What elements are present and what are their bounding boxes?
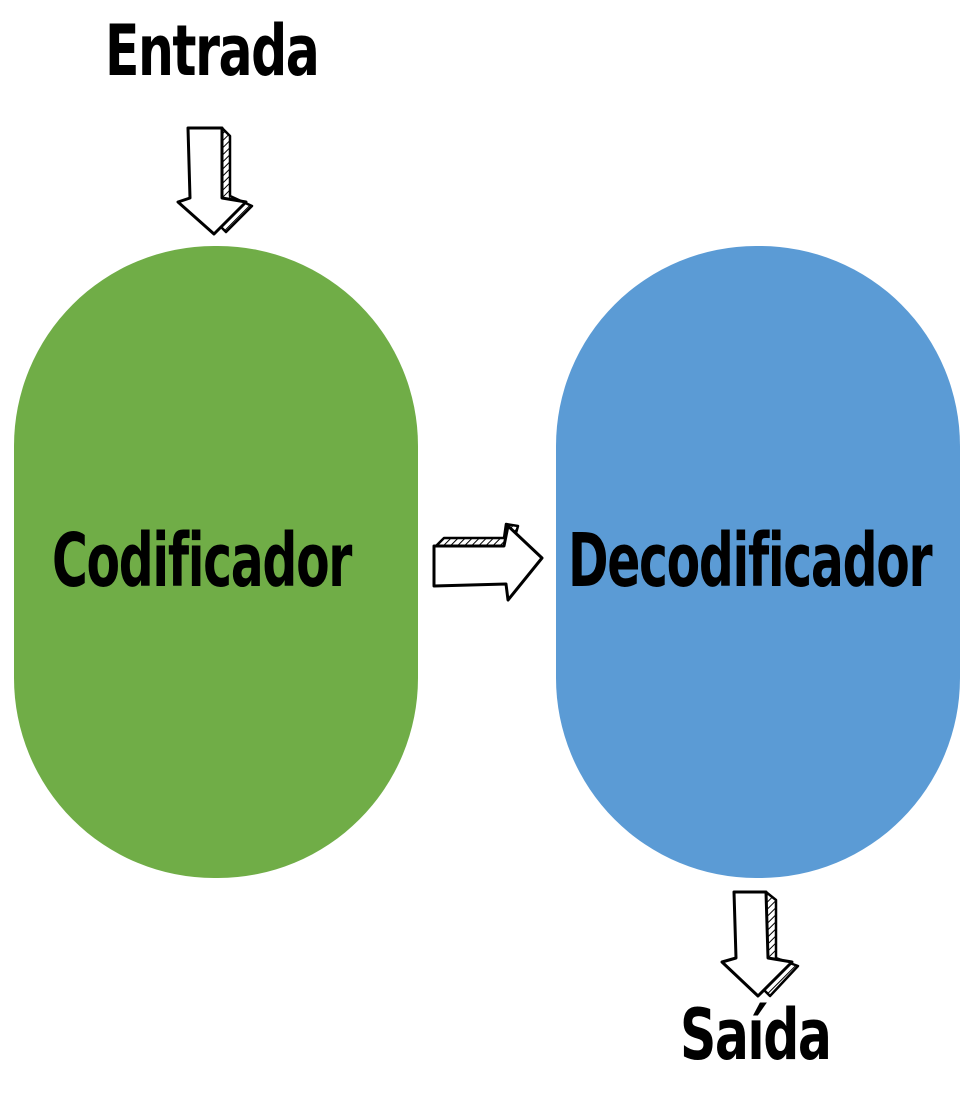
output-arrow-down-icon	[720, 890, 800, 998]
encoder-label: Codificador	[52, 518, 352, 604]
input-arrow-down-icon	[176, 126, 254, 236]
decoder-label: Decodificador	[568, 518, 933, 604]
output-label: Saída	[680, 994, 832, 1076]
decoder-block	[556, 246, 960, 878]
encoder-to-decoder-arrow-right-icon	[432, 522, 544, 602]
encoder-block	[14, 246, 418, 878]
input-label: Entrada	[105, 10, 320, 92]
